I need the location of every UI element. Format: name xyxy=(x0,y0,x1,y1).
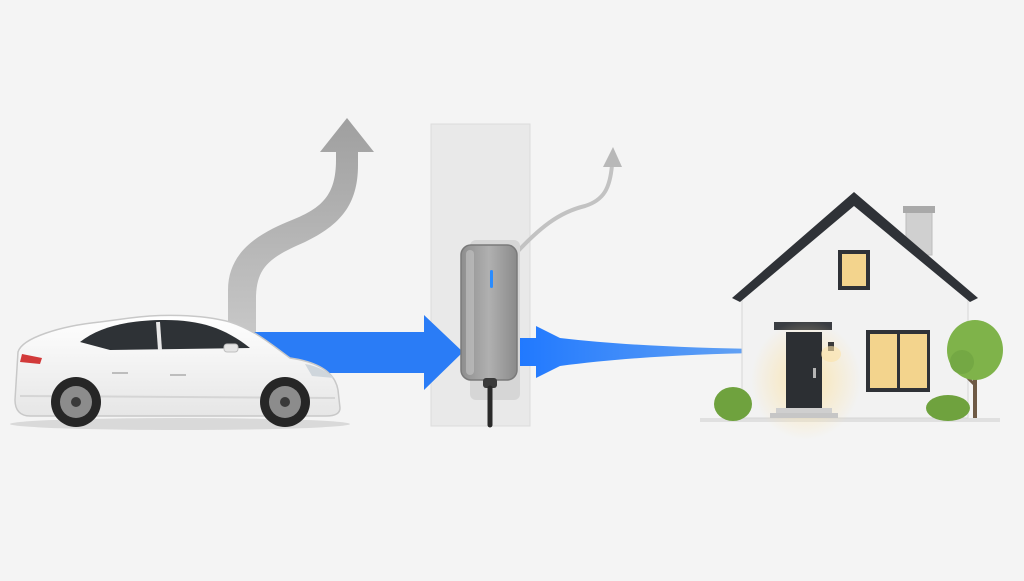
house-icon xyxy=(700,192,1003,440)
bush-icon-right xyxy=(926,395,970,421)
charger-loss-arrow xyxy=(506,147,622,264)
car-wheel-rear xyxy=(51,377,101,427)
tree-icon xyxy=(947,320,1003,418)
house-window-upper xyxy=(838,250,870,290)
house-door xyxy=(786,332,822,408)
house-ground xyxy=(700,418,1000,422)
electric-car-icon xyxy=(14,314,341,427)
charger-status-led xyxy=(490,270,493,288)
house-window-lower xyxy=(866,330,930,392)
wall-charger-icon xyxy=(460,240,520,428)
car-loss-arrow xyxy=(228,118,374,332)
wall-lamp-icon xyxy=(821,342,841,362)
car-wheel-front xyxy=(260,377,310,427)
flow-arrow-charger-to-house xyxy=(515,326,772,378)
car-shadow xyxy=(10,418,350,430)
bush-icon xyxy=(714,387,752,421)
